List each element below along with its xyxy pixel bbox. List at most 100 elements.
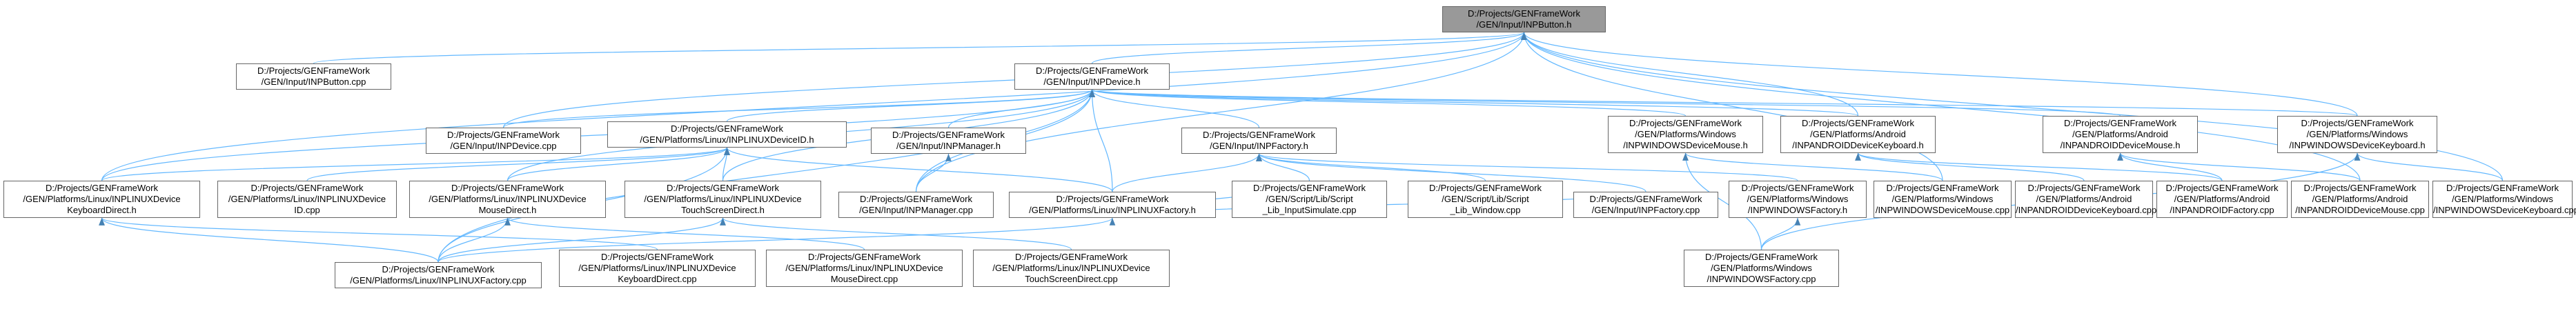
node-and-keyboard-cpp[interactable]: D:/Projects/GENFrameWork/GEN/Platforms/A… (2015, 181, 2157, 218)
edge-and_factory_cpp-to-and_mouse_h (2117, 152, 2223, 181)
node-label-line: /GEN/Input/INPManager.h (896, 141, 1001, 151)
edge-inpmanager_cpp-to-inpmanager_h (915, 153, 952, 192)
node-label-line: MouseDirect.cpp (830, 274, 898, 284)
node-and-mouse-h[interactable]: D:/Projects/GENFrameWork/GEN/Platforms/A… (2043, 116, 2198, 153)
node-win-mouse-cpp[interactable]: D:/Projects/GENFrameWork/GEN/Platforms/W… (1874, 181, 2012, 218)
node-label-line: D:/Projects/GENFrameWork (1589, 194, 1702, 204)
node-win-factory-cpp[interactable]: D:/Projects/GENFrameWork/GEN/Platforms/W… (1684, 250, 1839, 287)
node-label-line: TouchScreenDirect.cpp (1025, 274, 1118, 284)
node-label-line: /INPANDROIDDeviceKeyboard.h (1792, 140, 1924, 150)
node-label-line: /GEN/Platforms/Android (2312, 194, 2408, 204)
node-label-line: D:/Projects/GENFrameWork (45, 183, 158, 193)
edge-linux_factory_h-to-inpdevice_h (1089, 89, 1113, 192)
node-label-line: /GEN/Input/INPButton.h (1476, 19, 1572, 30)
edge-and_mouse_h-to-inpdevice_h (1090, 89, 2121, 117)
node-inpbutton-cpp[interactable]: D:/Projects/GENFrameWork/GEN/Input/INPBu… (236, 63, 391, 90)
node-label-line: /GEN/Input/INPDevice.h (1043, 77, 1141, 87)
node-label-line: MouseDirect.h (478, 205, 537, 215)
edge-win_keyboard_cpp-to-win_keyboard_h (2354, 152, 2504, 181)
node-linux-touch-direct-h[interactable]: D:/Projects/GENFrameWork/GEN/Platforms/L… (625, 181, 821, 218)
node-label-line: D:/Projects/GENFrameWork (892, 130, 1005, 140)
edge-inpfactory_h-to-inpdevice_h (1089, 89, 1260, 128)
edge-and_keyboard_h-to-inpdevice_h (1089, 89, 1859, 117)
node-inpfactory-cpp[interactable]: D:/Projects/GENFrameWork/GEN/Input/INPFa… (1573, 192, 1718, 218)
edge-script_window_cpp-to-inpfactory_h (1256, 153, 1486, 181)
node-label-line: /INPANDROIDDeviceMouse.cpp (2295, 205, 2425, 215)
node-label-line: D:/Projects/GENFrameWork (1202, 130, 1315, 140)
node-label-line: /GEN/Input/INPManager.cpp (859, 205, 973, 215)
node-label-line: /GEN/Platforms/Android (2036, 194, 2132, 204)
node-win-mouse-h[interactable]: D:/Projects/GENFrameWork/GEN/Platforms/W… (1608, 116, 1763, 153)
node-label-line: /GEN/Platforms/Linux/INPLINUXDevice (644, 194, 802, 204)
node-linux-kbd-direct-h[interactable]: D:/Projects/GENFrameWork/GEN/Platforms/L… (3, 181, 200, 218)
edge-linux_kbd_direct_h-to-inpdevice_h (101, 89, 1095, 181)
edge-and_keyboard_cpp-to-and_keyboard_h (1855, 152, 2085, 181)
node-label-line: D:/Projects/GENFrameWork (2301, 118, 2414, 128)
node-label-line: D:/Projects/GENFrameWork (250, 183, 364, 193)
node-script-inputsim-cpp[interactable]: D:/Projects/GENFrameWork/GEN/Script/Lib/… (1232, 181, 1387, 218)
node-label-line: _Lib_InputSimulate.cpp (1262, 205, 1357, 215)
node-label-line: _Lib_Window.cpp (1450, 205, 1521, 215)
node-inpfactory-h[interactable]: D:/Projects/GENFrameWork/GEN/Input/INPFa… (1181, 128, 1337, 154)
edge-linux_kbd_direct_h-to-linux_device_h (101, 147, 730, 181)
node-label-line: D:/Projects/GENFrameWork (1056, 194, 1169, 204)
node-label-line: /INPANDROIDDeviceKeyboard.cpp (2016, 205, 2157, 215)
node-label-line: D:/Projects/GENFrameWork (451, 183, 564, 193)
node-label-line: D:/Projects/GENFrameWork (1801, 118, 1914, 128)
node-label-line: KeyboardDirect.h (67, 205, 137, 215)
node-inpmanager-cpp[interactable]: D:/Projects/GENFrameWork/GEN/Input/INPMa… (838, 192, 994, 218)
node-and-mouse-cpp[interactable]: D:/Projects/GENFrameWork/GEN/Platforms/A… (2291, 181, 2429, 218)
node-script-window-cpp[interactable]: D:/Projects/GENFrameWork/GEN/Script/Lib/… (1408, 181, 1563, 218)
node-label-line: /GEN/Platforms/Linux/INPLINUXDevice (992, 263, 1150, 273)
edge-win_factory_h-to-inpfactory_h (1256, 153, 1798, 181)
node-inpmanager-h[interactable]: D:/Projects/GENFrameWork/GEN/Input/INPMa… (871, 128, 1026, 154)
edge-linux_kbd_direct_h-to-inpbutton_h (101, 32, 1527, 181)
node-label-line: /INPWINDOWSDeviceKeyboard.cpp (2433, 205, 2576, 215)
node-inpdevice-cpp[interactable]: D:/Projects/GENFrameWork/GEN/Input/INPDe… (426, 128, 581, 154)
node-label-line: D:/Projects/GENFrameWork (1035, 66, 1148, 76)
node-inpbutton-h[interactable]: D:/Projects/GENFrameWork/GEN/Input/INPBu… (1442, 6, 1606, 32)
node-linux-kbd-direct-cpp[interactable]: D:/Projects/GENFrameWork/GEN/Platforms/L… (559, 250, 756, 287)
edge-inpdevice_cpp-to-inpbutton_h (502, 32, 1527, 128)
node-label-line: D:/Projects/GENFrameWork (1704, 252, 1818, 262)
node-win-keyboard-h[interactable]: D:/Projects/GENFrameWork/GEN/Platforms/W… (2277, 116, 2437, 153)
node-label-line: /GEN/Script/Lib/Script (1266, 194, 1353, 204)
node-label-line: D:/Projects/GENFrameWork (807, 252, 921, 262)
node-linux-factory-cpp[interactable]: D:/Projects/GENFrameWork/GEN/Platforms/L… (335, 262, 542, 288)
node-label-line: D:/Projects/GENFrameWork (1428, 183, 1542, 193)
edge-inpfactory_cpp-to-inpfactory_h (1256, 153, 1646, 192)
node-win-keyboard-cpp[interactable]: D:/Projects/GENFrameWork/GEN/Platforms/W… (2432, 181, 2576, 218)
edge-linux_factory_cpp-to-inpdevice_h (437, 89, 1095, 263)
node-and-keyboard-h[interactable]: D:/Projects/GENFrameWork/GEN/Platforms/A… (1780, 116, 1936, 153)
node-label-line: /GEN/Platforms/Windows (1747, 194, 1849, 204)
edge-and_keyboard_h-to-inpbutton_h (1521, 32, 1859, 117)
node-win-factory-h[interactable]: D:/Projects/GENFrameWork/GEN/Platforms/W… (1729, 181, 1867, 218)
edge-win_factory_cpp-to-win_mouse_h (1682, 152, 1762, 250)
node-linux-factory-h[interactable]: D:/Projects/GENFrameWork/GEN/Platforms/L… (1009, 192, 1216, 218)
node-label-line: D:/Projects/GENFrameWork (257, 66, 370, 76)
node-linux-device-id-cpp[interactable]: D:/Projects/GENFrameWork/GEN/Platforms/L… (217, 181, 397, 218)
node-label-line: /GEN/Platforms/Android (2072, 129, 2168, 139)
node-label-line: /GEN/Platforms/Linux/INPLINUXFactory.cpp (350, 275, 527, 286)
edge-and_mouse_cpp-to-and_mouse_h (2117, 152, 2361, 181)
node-label-line: /GEN/Input/INPFactory.h (1210, 141, 1308, 151)
node-label-line: KeyboardDirect.cpp (618, 274, 697, 284)
node-label-line: D:/Projects/GENFrameWork (670, 123, 783, 134)
node-label-line: D:/Projects/GENFrameWork (1252, 183, 1366, 193)
node-linux-mouse-direct-cpp[interactable]: D:/Projects/GENFrameWork/GEN/Platforms/L… (766, 250, 963, 287)
node-linux-device-h[interactable]: D:/Projects/GENFrameWork/GEN/Platforms/L… (607, 121, 847, 148)
node-label-line: /GEN/Platforms/Android (1810, 129, 1906, 139)
node-linux-mouse-direct-h[interactable]: D:/Projects/GENFrameWork/GEN/Platforms/L… (409, 181, 606, 218)
node-label-line: /GEN/Platforms/Windows (2306, 129, 2408, 139)
node-label-line: /GEN/Platforms/Linux/INPLINUXDevice (228, 194, 386, 204)
node-and-factory-cpp[interactable]: D:/Projects/GENFrameWork/GEN/Platforms/A… (2156, 181, 2288, 218)
node-label-line: /GEN/Platforms/Linux/INPLINUXFactory.h (1029, 205, 1196, 215)
node-linux-touch-direct-cpp[interactable]: D:/Projects/GENFrameWork/GEN/Platforms/L… (973, 250, 1170, 287)
node-label-line: /INPANDROIDDeviceMouse.h (2060, 140, 2181, 150)
node-label-line: D:/Projects/GENFrameWork (2303, 183, 2417, 193)
node-label-line: /INPWINDOWSFactory.h (1747, 205, 1848, 215)
node-inpdevice-h[interactable]: D:/Projects/GENFrameWork/GEN/Input/INPDe… (1014, 63, 1170, 90)
node-label-line: /INPWINDOWSDeviceMouse.cpp (1875, 205, 2010, 215)
edge-linux_mouse_direct_h-to-linux_device_h (507, 147, 730, 181)
